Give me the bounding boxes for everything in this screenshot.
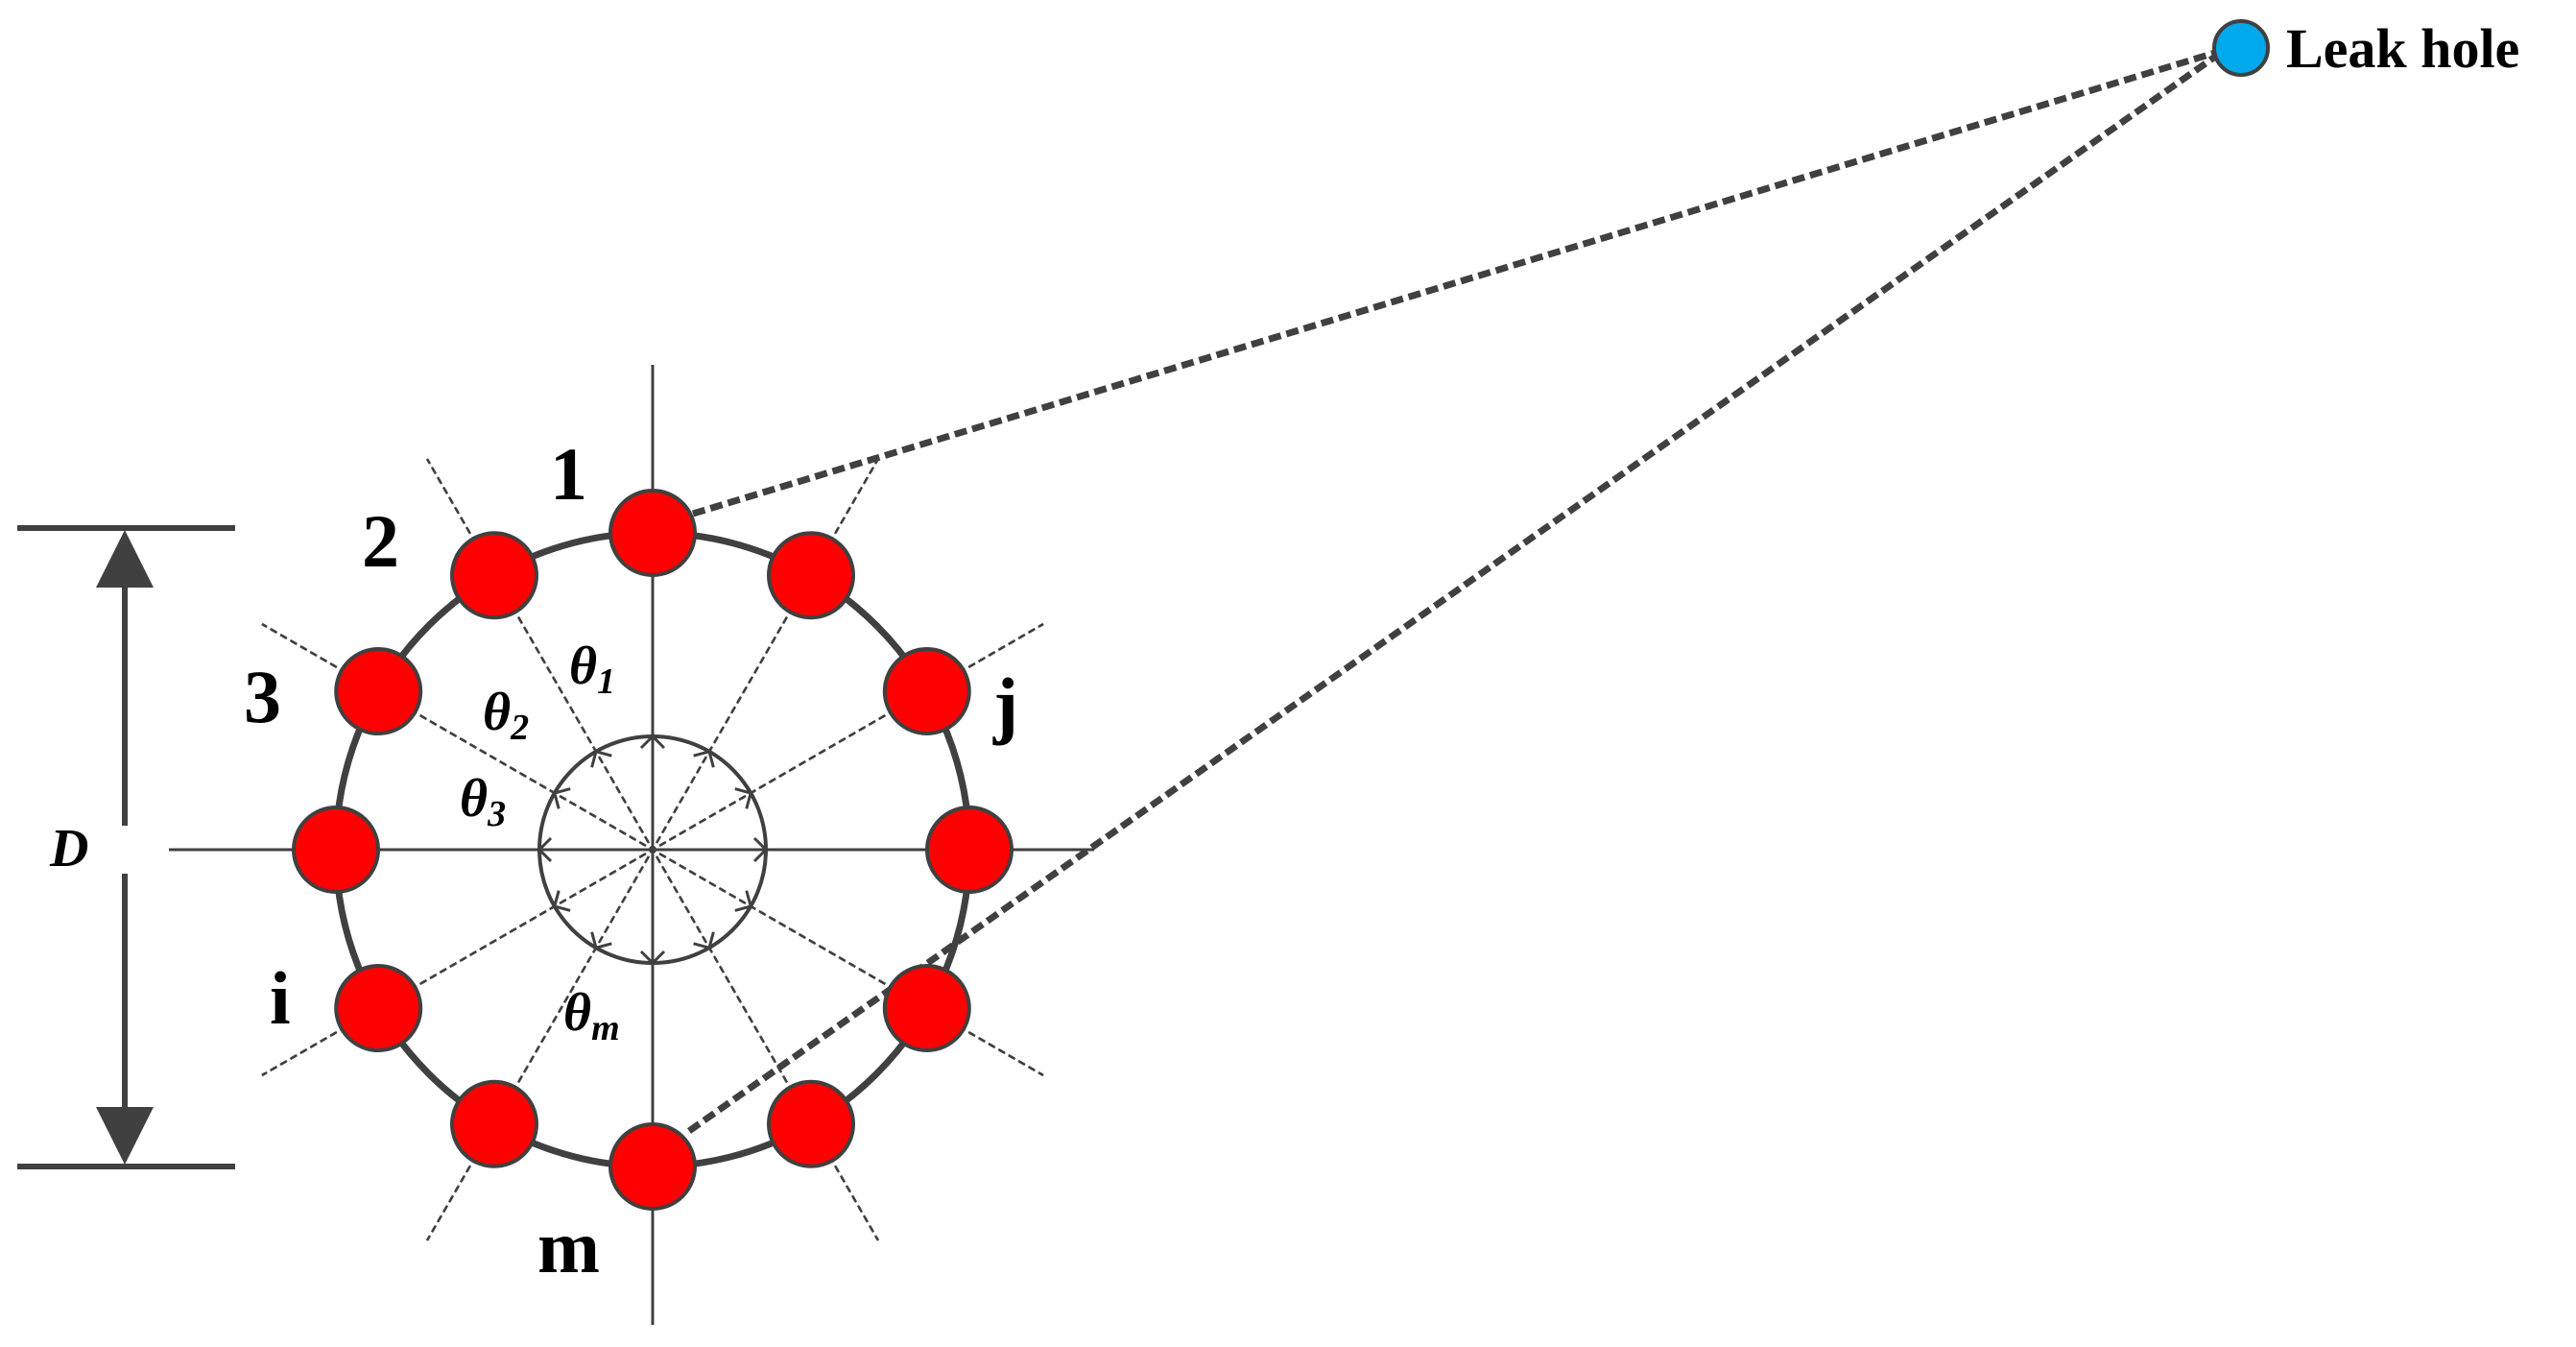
angle-label-thetam: θm <box>563 983 620 1048</box>
angle-label-theta3: θ3 <box>460 769 506 834</box>
angle-arrow-marks <box>537 734 769 966</box>
angle-label-theta1: θ1 <box>569 637 615 702</box>
sensor-node <box>334 647 423 735</box>
sensor-node <box>882 647 971 735</box>
sensor-label-m: m <box>537 1205 600 1288</box>
sensor-node <box>450 531 538 620</box>
angle-arrow-mark <box>552 787 571 809</box>
angle-arrow-mark <box>734 890 753 912</box>
angle-arrow-mark <box>590 931 612 950</box>
sensor-node <box>608 1122 697 1211</box>
angle-label-theta2: θ2 <box>483 683 529 748</box>
angle-arrow-mark <box>590 749 612 768</box>
angle-arrow-mark <box>639 734 666 750</box>
angle-arrow-mark <box>639 950 666 966</box>
sensor-node <box>882 964 971 1052</box>
leak-line-bottom <box>686 47 2228 1134</box>
angle-arrow-mark <box>693 749 715 768</box>
leak-hole-dot <box>2212 19 2270 77</box>
leak-hole-label: Leak hole <box>2286 17 2519 80</box>
sensor-label-2: 2 <box>362 499 399 583</box>
sensor-node <box>767 531 855 620</box>
sensor-node <box>450 1079 538 1168</box>
angle-arrow-mark <box>537 836 553 863</box>
sensor-group <box>292 489 1014 1211</box>
angle-arrow-mark <box>693 931 715 950</box>
sensor-node <box>334 964 423 1052</box>
sensor-node <box>767 1079 855 1168</box>
angle-arrow-mark <box>752 836 769 863</box>
sensor-node <box>925 806 1014 894</box>
sensor-label-1: 1 <box>550 432 587 516</box>
angle-arrow-mark <box>734 787 753 809</box>
leak-line-top <box>691 46 2227 517</box>
sensor-label-j: j <box>992 662 1018 746</box>
sensor-node <box>292 806 380 894</box>
sensor-label-i: i <box>270 956 291 1040</box>
angle-arrow-mark <box>552 890 571 912</box>
diameter-label: D <box>49 819 88 878</box>
sensor-node <box>608 489 697 577</box>
sensor-label-3: 3 <box>244 655 281 738</box>
